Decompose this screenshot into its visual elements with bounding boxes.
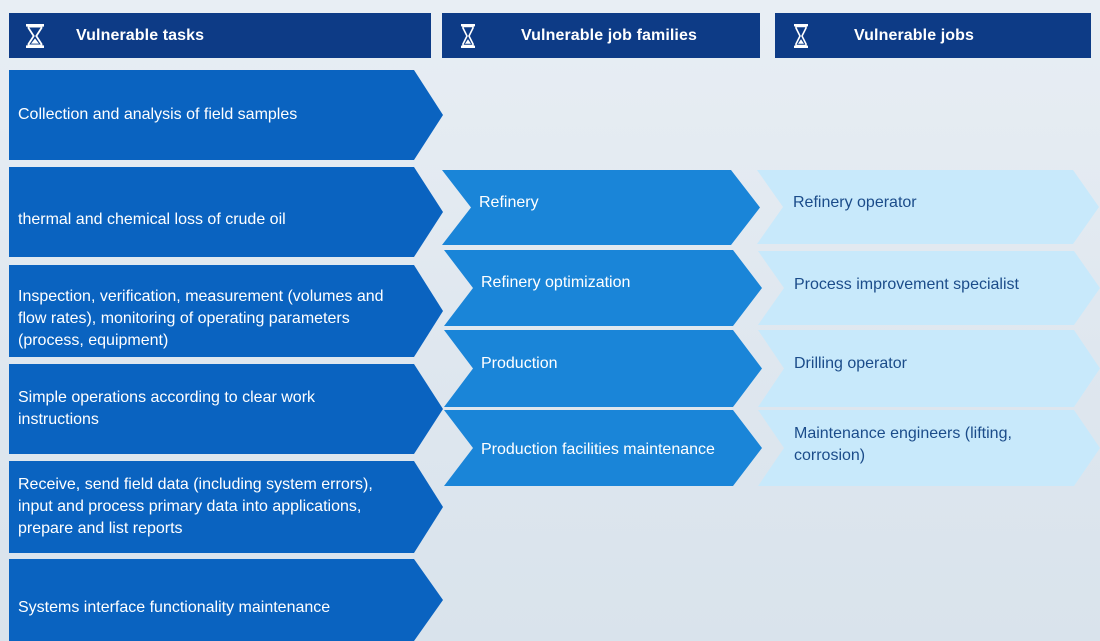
job-family-item: Refinery optimization: [444, 250, 762, 326]
header-vulnerable-job-families: Vulnerable job families: [442, 13, 760, 58]
task-item: Systems interface functionality maintena…: [9, 559, 443, 641]
hourglass-icon: [794, 23, 808, 48]
job-item: Refinery operator: [757, 170, 1099, 244]
job-family-label: Refinery optimization: [481, 273, 631, 291]
job-item: Process improvement specialist: [758, 251, 1100, 325]
job-label: Refinery operator: [793, 193, 917, 211]
header-title: Vulnerable job families: [521, 26, 697, 44]
task-item: Inspection, verification, measurement (v…: [9, 265, 443, 357]
task-label: Systems interface functionality maintena…: [18, 598, 331, 616]
job-label: Process improvement specialist: [794, 275, 1019, 293]
job-family-label: Production facilities maintenance: [481, 440, 715, 458]
job-family-item: Refinery: [442, 170, 760, 245]
job-item: Drilling operator: [758, 330, 1100, 407]
header-title: Vulnerable tasks: [76, 26, 205, 44]
task-label: Receive, send field data (including syst…: [18, 475, 373, 538]
job-family-item: Production: [444, 330, 762, 407]
header-vulnerable-jobs: Vulnerable jobs: [775, 13, 1091, 58]
hourglass-icon: [461, 23, 475, 48]
task-item: thermal and chemical loss of crude oil: [9, 167, 443, 257]
job-label: Maintenance engineers (lifting, corrosio…: [794, 424, 1012, 464]
header-vulnerable-tasks: Vulnerable tasks: [9, 13, 431, 58]
task-item: Collection and analysis of field samples: [9, 70, 443, 160]
task-label: Simple operations according to clear wor…: [18, 388, 316, 428]
job-family-label: Production: [481, 355, 558, 373]
task-item: Simple operations according to clear wor…: [9, 364, 443, 454]
job-item: Maintenance engineers (lifting, corrosio…: [758, 410, 1100, 486]
hourglass-icon: [26, 23, 44, 48]
task-label: Collection and analysis of field samples: [18, 105, 298, 123]
job-family-item: Production facilities maintenance: [444, 410, 762, 486]
header-title: Vulnerable jobs: [854, 26, 975, 44]
task-label: thermal and chemical loss of crude oil: [18, 210, 286, 228]
task-label: Inspection, verification, measurement (v…: [18, 287, 384, 350]
job-label: Drilling operator: [794, 355, 907, 373]
job-family-label: Refinery: [479, 194, 539, 212]
task-item: Receive, send field data (including syst…: [9, 461, 443, 553]
